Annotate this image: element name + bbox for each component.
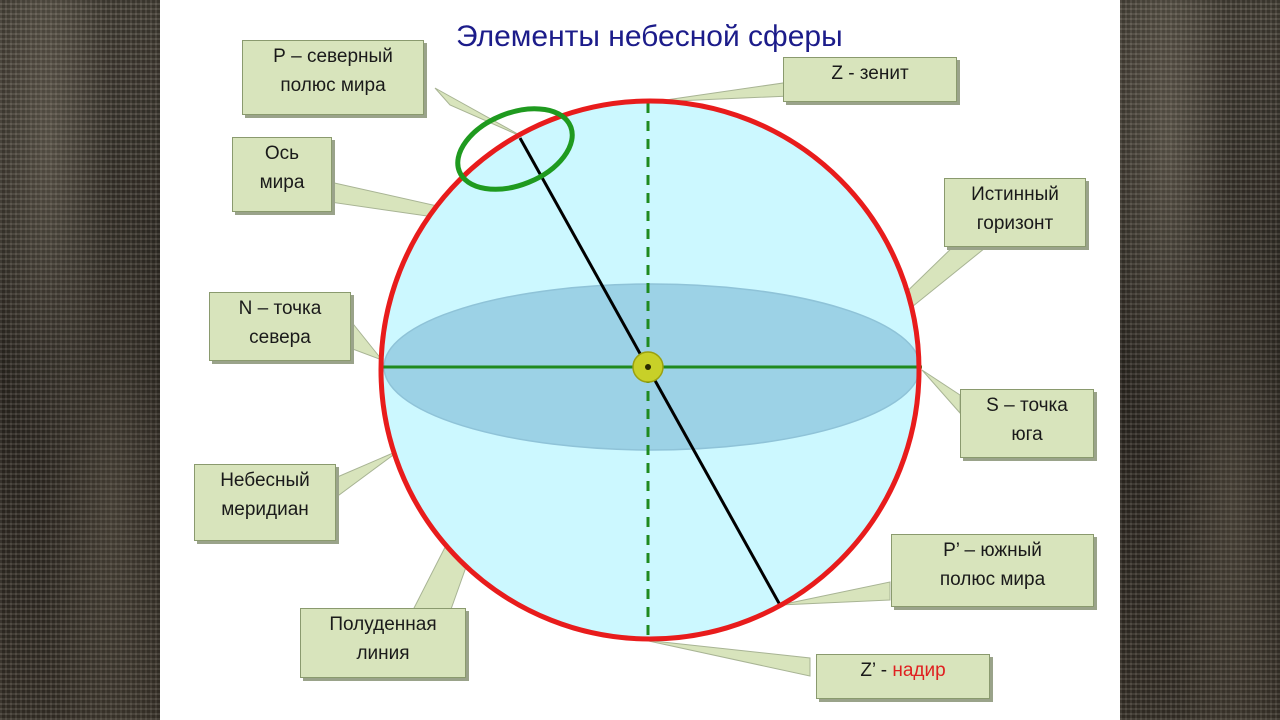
slide: Элементы небесной сферы Р – северный пол…	[160, 0, 1120, 720]
label-south-pole-line1: Р’ – южный	[943, 540, 1042, 561]
label-north-pole-line2: полюс мира	[280, 75, 386, 96]
label-nadir: Z’ - надир	[816, 654, 990, 699]
background-texture-right	[1120, 0, 1280, 720]
label-true-horizon: Истинный горизонт	[944, 178, 1086, 247]
label-nadir-text: Z’ - надир	[817, 656, 989, 685]
label-true-horizon-line1: Истинный	[971, 184, 1059, 205]
label-south-pole: Р’ – южный полюс мира	[891, 534, 1094, 607]
celestial-sphere-diagram	[329, 81, 992, 677]
background-texture-left	[0, 0, 160, 720]
north-point-pointer	[349, 318, 384, 362]
label-axis-line2: мира	[259, 172, 305, 193]
nadir-pointer	[643, 639, 811, 677]
label-zenith: Z - зенит	[783, 57, 957, 102]
label-celestial-meridian: Небесный меридиан	[194, 464, 336, 541]
zenith-pointer	[651, 81, 791, 103]
label-nadir-prefix: Z’ -	[860, 660, 893, 681]
label-axis-line1: Ось	[264, 143, 300, 164]
page-title: Элементы небесной сферы	[456, 20, 843, 53]
celestial-sphere-outline	[378, 98, 922, 642]
label-zenith-text: Z - зенит	[831, 63, 909, 84]
label-north-pole: Р – северный полюс мира	[242, 40, 424, 115]
label-axis: Ось мира	[232, 137, 332, 212]
celestial-meridian-pointer	[334, 449, 401, 499]
label-south-pole-line2: полюс мира	[939, 569, 1046, 590]
label-noon-line-line1: Полуденная	[329, 614, 437, 635]
south-point-pointer	[921, 369, 961, 415]
label-north-point: N – точка севера	[209, 292, 351, 361]
label-south-point: S – точка юга	[960, 389, 1094, 458]
label-south-point-line2: юга	[1011, 424, 1043, 445]
observer-center-dot	[645, 364, 651, 370]
label-north-pole-line1: Р – северный	[273, 46, 393, 67]
label-celestial-meridian-line1: Небесный	[220, 470, 310, 491]
label-north-point-line2: севера	[249, 327, 311, 348]
label-nadir-word: надир	[892, 660, 946, 681]
label-north-point-line1: N – точка	[238, 298, 322, 319]
label-south-point-line1: S – точка	[986, 395, 1068, 416]
north-pole-ring	[455, 106, 575, 192]
label-noon-line: Полуденная линия	[300, 608, 466, 678]
south-pole-pointer	[779, 581, 891, 606]
label-true-horizon-line2: горизонт	[976, 213, 1054, 234]
label-celestial-meridian-line2: меридиан	[221, 499, 309, 520]
label-noon-line-line2: линия	[356, 643, 410, 664]
